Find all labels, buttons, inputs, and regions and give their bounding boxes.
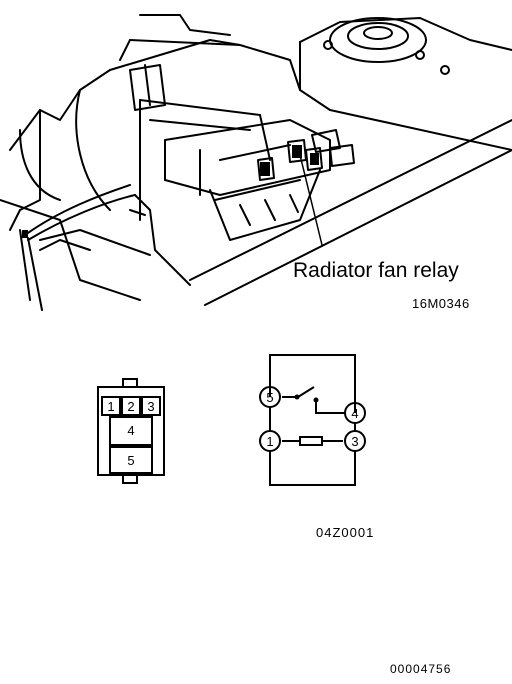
terminal-5-label: 5 <box>266 390 273 405</box>
relay-circuit-diagram: 5 4 1 3 <box>259 354 366 486</box>
pin-5-cell <box>109 446 153 474</box>
pin-3-cell <box>141 396 161 416</box>
connector-figure-code: 04Z0001 <box>316 525 375 540</box>
radiator-fan-relay-label: Radiator fan relay <box>293 259 459 282</box>
pin-2-cell <box>121 396 141 416</box>
illustration-figure-code: 16M0346 <box>412 296 470 311</box>
pin-1-cell <box>101 396 121 416</box>
pin-2-label: 2 <box>127 399 134 414</box>
document-code: 00004756 <box>390 662 452 676</box>
relay-connector-diagram: 1 2 3 4 5 <box>97 378 165 484</box>
pin-1-label: 1 <box>107 399 114 414</box>
pin-3-label: 3 <box>147 399 154 414</box>
pin-5-label: 5 <box>127 453 134 468</box>
pin-4-label: 4 <box>127 423 134 438</box>
terminal-3-label: 3 <box>351 434 358 449</box>
pin-4-cell <box>109 416 153 446</box>
terminal-5 <box>259 386 281 408</box>
terminal-4-label: 4 <box>351 406 358 421</box>
engine-bay-illustration <box>0 14 512 311</box>
terminal-3 <box>344 430 366 452</box>
terminal-4 <box>344 402 366 424</box>
terminal-1 <box>259 430 281 452</box>
terminal-1-label: 1 <box>266 434 273 449</box>
